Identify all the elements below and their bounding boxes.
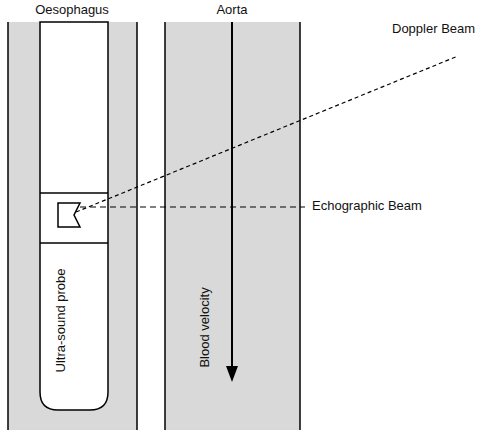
probe-joint: [40, 192, 108, 194]
wall-line: [136, 22, 138, 430]
doppler-beam: [76, 56, 458, 212]
wall-line: [299, 22, 301, 430]
vessel-band: AortaBlood velocity: [165, 22, 300, 430]
part-label: Ultra-sound probe: [54, 268, 69, 372]
wall-line: [7, 22, 9, 430]
wall-line: [164, 22, 166, 430]
heading: Aorta: [216, 3, 247, 18]
part-label: Blood velocity: [198, 287, 213, 367]
beam-label: Echographic Beam: [312, 199, 422, 214]
arrow-head: [226, 366, 238, 382]
probe-joint: [40, 242, 108, 244]
vessel-band: OesophagusUltra-sound probe: [8, 22, 137, 430]
aorta-band: [165, 22, 300, 430]
transducer: [58, 203, 80, 227]
heading: Oesophagus: [35, 3, 109, 18]
echographic-beam: [80, 206, 305, 207]
probe-box: Ultra-sound probe: [40, 22, 108, 412]
probe-outline: [40, 22, 108, 410]
velocity-arrow: [231, 22, 233, 368]
beam-label: Doppler Beam: [392, 22, 475, 37]
oesophagus-band: [8, 22, 137, 430]
